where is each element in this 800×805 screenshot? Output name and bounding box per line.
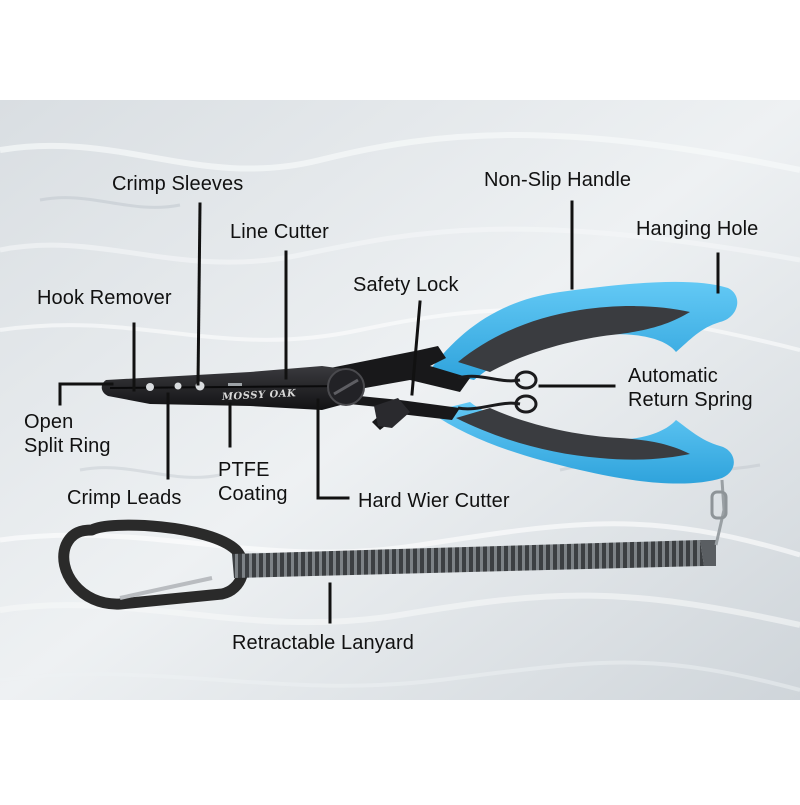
callout-label-line-1: PTFE	[218, 459, 270, 481]
callout-hook-remover: Hook Remover	[37, 286, 172, 310]
callout-retractable-lanyard: Retractable Lanyard	[232, 631, 414, 655]
callout-hard-wier-cutter: Hard Wier Cutter	[358, 489, 510, 513]
callout-label-line-2: Return Spring	[628, 389, 753, 411]
callout-label: Crimp Leads	[67, 487, 182, 509]
callout-label: Hook Remover	[37, 287, 172, 309]
callout-hanging-hole: Hanging Hole	[636, 217, 758, 241]
pliers-icon	[101, 281, 738, 484]
callout-label: Hard Wier Cutter	[358, 490, 510, 512]
callout-label: Safety Lock	[353, 274, 459, 296]
callout-line-cutter: Line Cutter	[230, 220, 329, 244]
callout-label: Line Cutter	[230, 221, 329, 243]
carabiner-icon	[58, 519, 249, 610]
callout-open-split-ring: Open Split Ring	[24, 410, 111, 458]
callout-non-slip-handle: Non-Slip Handle	[484, 168, 631, 192]
callout-label: Hanging Hole	[636, 218, 759, 240]
callout-ptfe-coating: PTFE Coating	[218, 458, 288, 506]
lanyard-coil-icon	[232, 479, 728, 578]
callout-label-line-2: Coating	[218, 483, 288, 505]
callout-label-line-1: Open	[24, 411, 74, 433]
callout-label-line-1: Automatic	[628, 365, 718, 387]
callout-crimp-leads: Crimp Leads	[67, 486, 181, 510]
callout-label: Non-Slip Handle	[484, 169, 632, 191]
callout-lines	[58, 200, 720, 624]
callout-label: Retractable Lanyard	[232, 632, 415, 654]
callout-automatic-return-spring: Automatic Return Spring	[628, 364, 753, 412]
callout-label-line-2: Split Ring	[24, 435, 111, 457]
callout-label: Crimp Sleeves	[112, 173, 244, 195]
callout-safety-lock: Safety Lock	[353, 273, 459, 297]
callout-crimp-sleeves: Crimp Sleeves	[112, 172, 243, 196]
